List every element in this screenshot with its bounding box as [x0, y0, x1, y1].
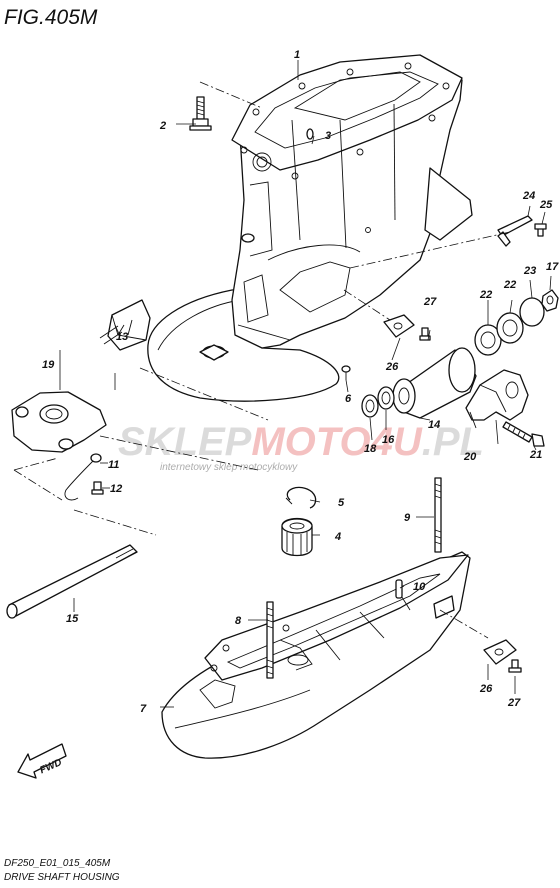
mount-part-26-upper	[383, 314, 415, 338]
washer-part-18	[361, 394, 379, 418]
callout-27-upper: 27	[423, 296, 437, 308]
bolt-part-25	[534, 223, 547, 237]
callout-4: 4	[334, 531, 341, 543]
washer-part-22-b	[496, 312, 524, 344]
callout-1: 1	[294, 49, 300, 61]
callout-12: 12	[110, 483, 122, 495]
cushion-part-23	[519, 297, 545, 327]
bushing-part-14	[392, 347, 477, 419]
callout-21: 21	[529, 449, 542, 461]
bushing-part-4	[281, 517, 313, 557]
pin-part-10	[395, 579, 403, 599]
callout-20: 20	[463, 451, 477, 463]
svg-text:SKLEPMOTO4U.PL: SKLEPMOTO4U.PL	[118, 420, 484, 464]
callout-26-lower: 26	[479, 683, 493, 695]
stud-part-9	[434, 477, 442, 553]
mount-part-26-lower	[483, 639, 517, 665]
callout-22-b: 22	[503, 279, 516, 291]
callout-13: 13	[116, 331, 128, 343]
callout-3: 3	[325, 130, 331, 142]
bolt-part-2	[189, 96, 212, 131]
plate-part-24	[497, 215, 533, 247]
callout-15: 15	[66, 613, 79, 625]
callout-27-lower: 27	[507, 697, 521, 709]
callout-8: 8	[235, 615, 242, 627]
clip-part-5	[285, 486, 317, 509]
callout-23: 23	[523, 265, 536, 277]
bolt-part-27-lower	[508, 659, 522, 673]
nut-part-17	[541, 289, 559, 312]
watermark-part-2: MOTO	[251, 420, 370, 464]
shaft-part-15	[6, 544, 138, 619]
callout-labels: 1 2 3 13 19 11 12 15 6 18 16 14 20 21 26…	[42, 49, 559, 715]
callout-2: 2	[159, 120, 166, 132]
leader-lines	[59, 60, 552, 708]
upper-drive-shaft-housing	[147, 54, 473, 402]
callout-25: 25	[539, 199, 553, 211]
callout-22-a: 22	[479, 289, 492, 301]
callout-17: 17	[546, 261, 559, 273]
washer-part-16	[377, 386, 395, 410]
watermark-tagline: internetowy sklep motocyklowy	[160, 462, 298, 473]
diagram-code: DF250_E01_015_405M	[4, 858, 111, 869]
callout-6: 6	[345, 393, 352, 405]
callout-5: 5	[338, 497, 345, 509]
callout-10: 10	[413, 581, 426, 593]
bracket-part-20	[465, 369, 529, 429]
callout-26-upper: 26	[385, 361, 399, 373]
watermark-part-4: .PL	[422, 420, 484, 464]
figure-title: FIG.405M	[4, 6, 98, 29]
callout-19: 19	[42, 359, 55, 371]
callout-9: 9	[404, 512, 411, 524]
bolt-part-21	[502, 421, 545, 447]
callout-7: 7	[140, 703, 147, 715]
callout-11: 11	[108, 459, 119, 471]
stud-part-8	[266, 601, 274, 679]
callout-14: 14	[428, 419, 440, 431]
alignment-lines	[13, 81, 511, 639]
bolt-part-27-upper	[419, 327, 431, 341]
forward-direction-arrow: FWD	[17, 743, 67, 779]
diagram-caption: DRIVE SHAFT HOUSING	[4, 872, 120, 883]
clamp-part-19	[11, 391, 107, 453]
callout-18: 18	[364, 443, 377, 455]
callout-24: 24	[522, 190, 535, 202]
wire-and-grommet	[64, 453, 104, 501]
watermark-part-3: 4U	[370, 420, 423, 464]
callout-16: 16	[382, 434, 395, 446]
watermark-part-1: SKLEP	[118, 420, 252, 464]
watermark: SKLEPMOTO4U.PL internetowy sklep motocyk…	[118, 420, 484, 473]
bolt-part-6	[341, 365, 351, 380]
